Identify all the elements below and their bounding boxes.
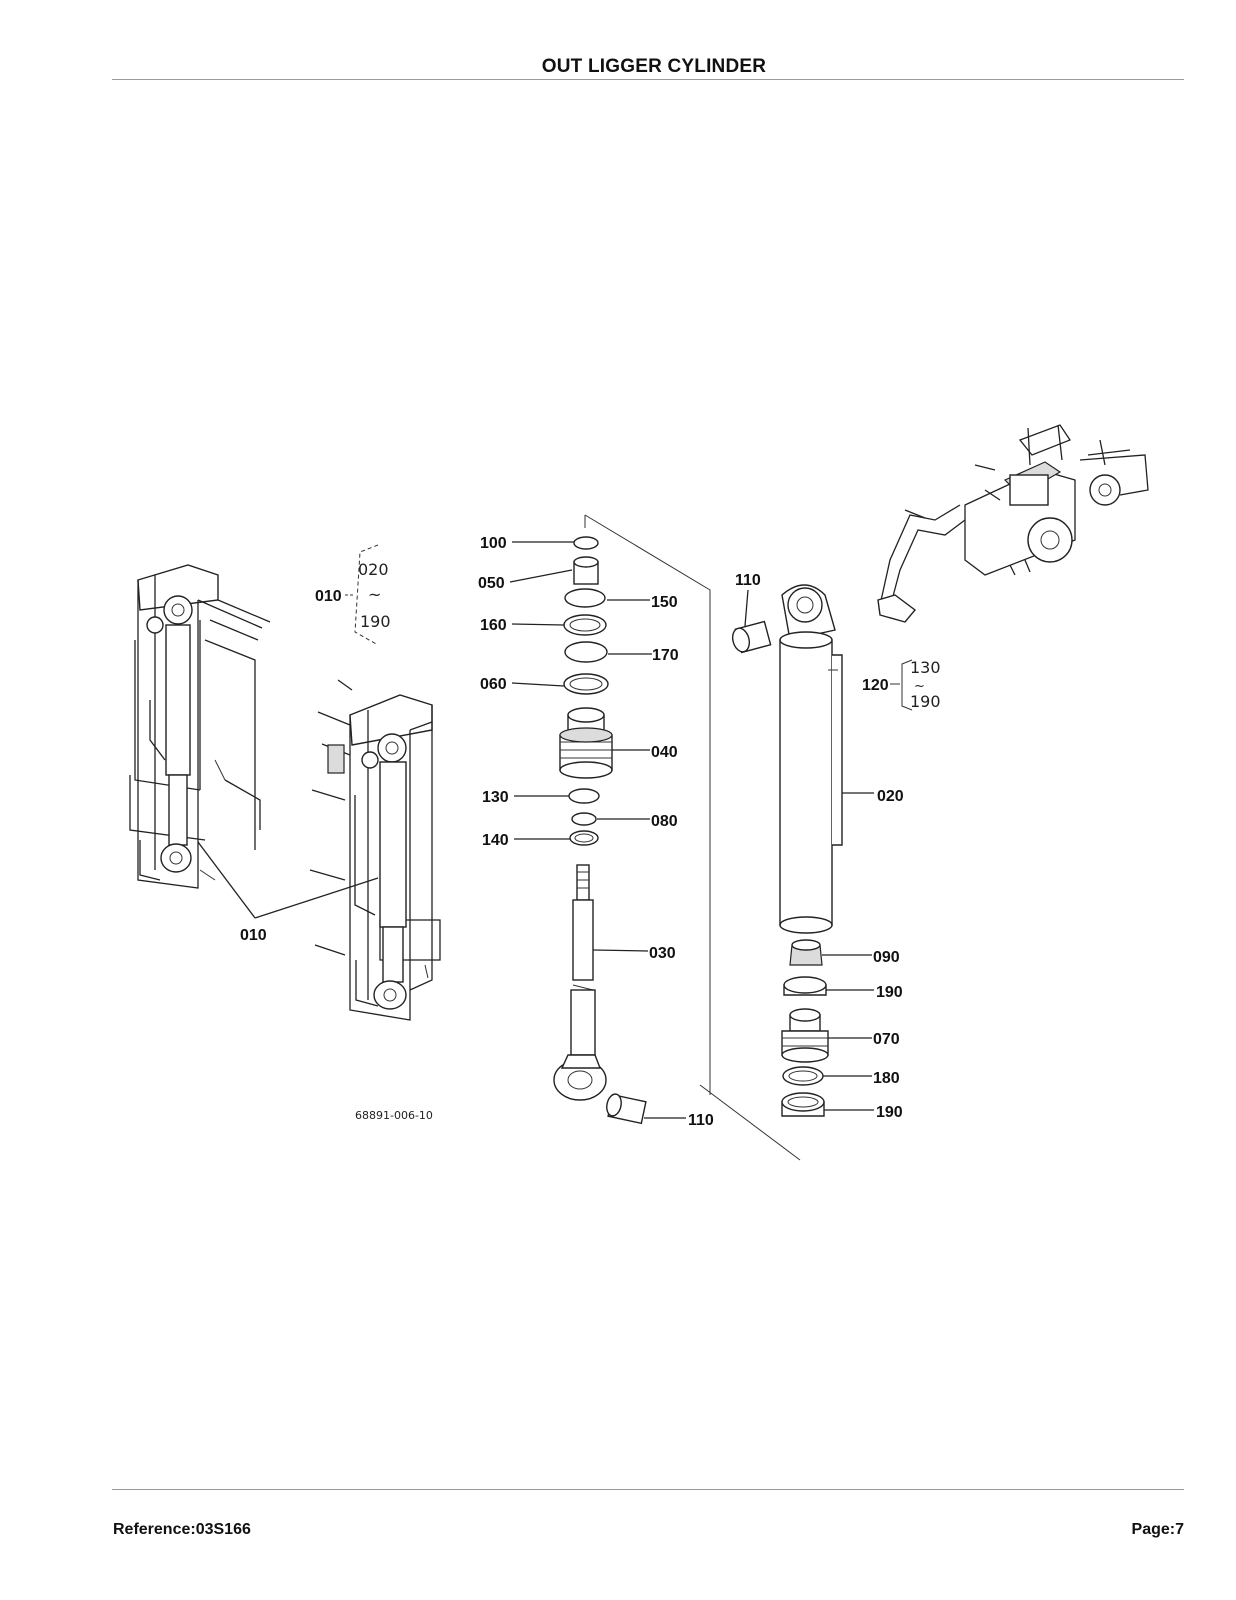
callout-040: 040 [651,744,678,761]
piston-rod-exploded-view [553,514,801,1161]
group-120-range-mark: ~ [914,679,925,694]
callout-090: 090 [873,949,900,966]
footer-rule [112,1489,1184,1490]
callout-070: 070 [873,1031,900,1048]
page-title: OUT LIGGER CYLINDER [541,56,767,77]
reference-number: Reference:03S166 [113,1521,251,1538]
callout-080: 080 [651,813,678,830]
callout-150: 150 [651,594,678,611]
group-010-label: 010 [315,588,342,605]
callout-110-top: 110 [735,572,761,589]
cylinder-tube-view [731,584,843,1117]
header-rule [112,79,1184,80]
group-010-from: 020 [358,560,389,579]
callout-030: 030 [649,945,676,962]
callout-110-bottom: 110 [688,1112,714,1129]
outrigger-assembly-illustration [129,564,441,1021]
group-010-range-mark: ~ [368,585,381,604]
callout-160: 160 [480,617,507,634]
callout-020: 020 [877,788,904,805]
page-number: Page:7 [1131,1521,1184,1538]
backhoe-thumbnail [877,424,1149,623]
callout-140: 140 [482,832,509,849]
group-010-to: 190 [360,612,391,631]
callout-180: 180 [873,1070,900,1087]
callout-050: 050 [478,575,505,592]
callout-190-upper: 190 [876,984,903,1001]
callout-190-lower: 190 [876,1104,903,1121]
drawing-number: 68891-006-10 [355,1109,433,1122]
callout-060: 060 [480,676,507,693]
callout-100: 100 [480,535,507,552]
callout-010: 010 [240,927,267,944]
callout-130: 130 [482,789,509,806]
group-120-label: 120 [862,677,889,694]
callout-170: 170 [652,647,679,664]
group-120-to: 190 [910,692,941,711]
group-120-from: 130 [910,658,941,677]
